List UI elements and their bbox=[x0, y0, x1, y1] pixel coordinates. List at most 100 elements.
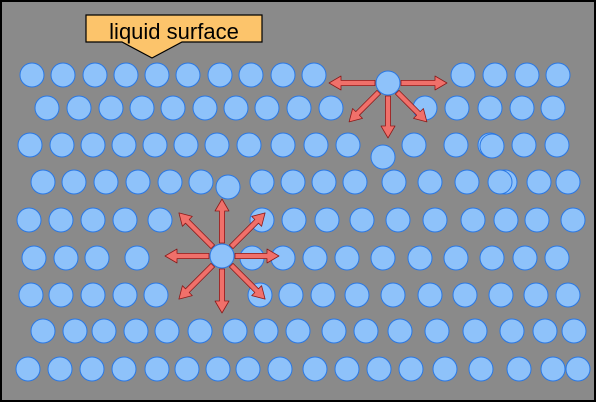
surface-force-arrow-right bbox=[400, 75, 448, 91]
molecule bbox=[123, 318, 149, 344]
interior-force-arrow-up-right bbox=[228, 212, 266, 250]
molecule bbox=[157, 169, 183, 195]
molecule bbox=[142, 132, 168, 158]
molecule bbox=[253, 318, 279, 344]
molecule bbox=[342, 169, 368, 195]
molecule bbox=[187, 318, 213, 344]
molecule bbox=[21, 245, 47, 271]
surface-force-arrow-left bbox=[328, 75, 376, 91]
molecule bbox=[48, 282, 74, 308]
molecule bbox=[523, 282, 549, 308]
molecule bbox=[79, 356, 105, 382]
molecule bbox=[207, 62, 233, 88]
force-arrows bbox=[164, 75, 448, 314]
molecule bbox=[398, 356, 424, 382]
molecule bbox=[417, 282, 443, 308]
molecule bbox=[223, 95, 249, 121]
molecule bbox=[112, 207, 138, 233]
molecule bbox=[236, 132, 262, 158]
molecule bbox=[565, 356, 591, 382]
molecule bbox=[335, 132, 361, 158]
molecule bbox=[479, 133, 505, 159]
molecule bbox=[511, 132, 537, 158]
molecule bbox=[454, 169, 480, 195]
molecule bbox=[154, 318, 180, 344]
interior-force-arrow-down bbox=[214, 268, 230, 314]
molecule bbox=[144, 62, 170, 88]
molecule bbox=[222, 318, 248, 344]
molecule bbox=[47, 356, 73, 382]
molecule bbox=[278, 282, 304, 308]
molecule bbox=[254, 95, 280, 121]
molecule bbox=[477, 95, 503, 121]
molecule bbox=[66, 95, 92, 121]
callout-shape bbox=[85, 14, 263, 59]
molecule bbox=[238, 62, 264, 88]
molecule bbox=[48, 207, 74, 233]
molecule bbox=[267, 356, 293, 382]
molecule bbox=[303, 132, 329, 158]
molecule bbox=[192, 95, 218, 121]
molecule bbox=[524, 207, 550, 233]
molecule bbox=[468, 356, 494, 382]
molecule bbox=[443, 132, 469, 158]
molecule bbox=[18, 282, 44, 308]
molecule bbox=[129, 95, 155, 121]
interior-molecule bbox=[209, 243, 235, 269]
molecule bbox=[205, 356, 231, 382]
molecule bbox=[555, 169, 581, 195]
molecule bbox=[370, 144, 396, 170]
molecule bbox=[215, 174, 241, 200]
molecule bbox=[482, 62, 508, 88]
molecule bbox=[285, 318, 311, 344]
molecule bbox=[302, 245, 328, 271]
molecule bbox=[311, 169, 337, 195]
molecule bbox=[34, 95, 60, 121]
molecule bbox=[15, 356, 41, 382]
molecule bbox=[174, 356, 200, 382]
molecule bbox=[61, 169, 87, 195]
surface-force-arrow-down-right bbox=[394, 90, 428, 123]
molecule bbox=[314, 207, 340, 233]
interior-force-arrow-up-left bbox=[178, 212, 216, 250]
molecule bbox=[493, 207, 519, 233]
molecule bbox=[532, 318, 558, 344]
molecule bbox=[370, 245, 396, 271]
molecule bbox=[93, 169, 119, 195]
molecule bbox=[62, 318, 88, 344]
molecule bbox=[460, 207, 486, 233]
molecule bbox=[479, 245, 505, 271]
molecule bbox=[499, 318, 525, 344]
liquid-surface-callout: liquid surface bbox=[85, 14, 263, 59]
molecule bbox=[111, 132, 137, 158]
molecule bbox=[424, 318, 450, 344]
molecule bbox=[175, 62, 201, 88]
molecule bbox=[84, 245, 110, 271]
molecule bbox=[80, 207, 106, 233]
surface-force-arrow-down-left bbox=[348, 90, 382, 123]
molecule bbox=[506, 356, 532, 382]
molecule bbox=[111, 356, 137, 382]
molecule bbox=[160, 95, 186, 121]
molecule bbox=[270, 132, 296, 158]
molecule bbox=[381, 169, 407, 195]
molecule bbox=[318, 95, 344, 121]
molecule bbox=[91, 318, 117, 344]
interior-force-arrow-left bbox=[164, 248, 210, 264]
molecule bbox=[387, 318, 413, 344]
molecule bbox=[280, 169, 306, 195]
molecule bbox=[353, 318, 379, 344]
callout-label: liquid surface bbox=[109, 19, 239, 44]
molecule bbox=[452, 282, 478, 308]
molecule bbox=[334, 356, 360, 382]
molecule bbox=[544, 132, 570, 158]
molecule bbox=[98, 95, 124, 121]
molecule bbox=[407, 245, 433, 271]
molecule bbox=[235, 356, 261, 382]
interior-force-arrow-down-right bbox=[228, 262, 266, 300]
molecule bbox=[124, 245, 150, 271]
molecule bbox=[540, 95, 566, 121]
molecule bbox=[310, 282, 336, 308]
molecule bbox=[450, 62, 476, 88]
